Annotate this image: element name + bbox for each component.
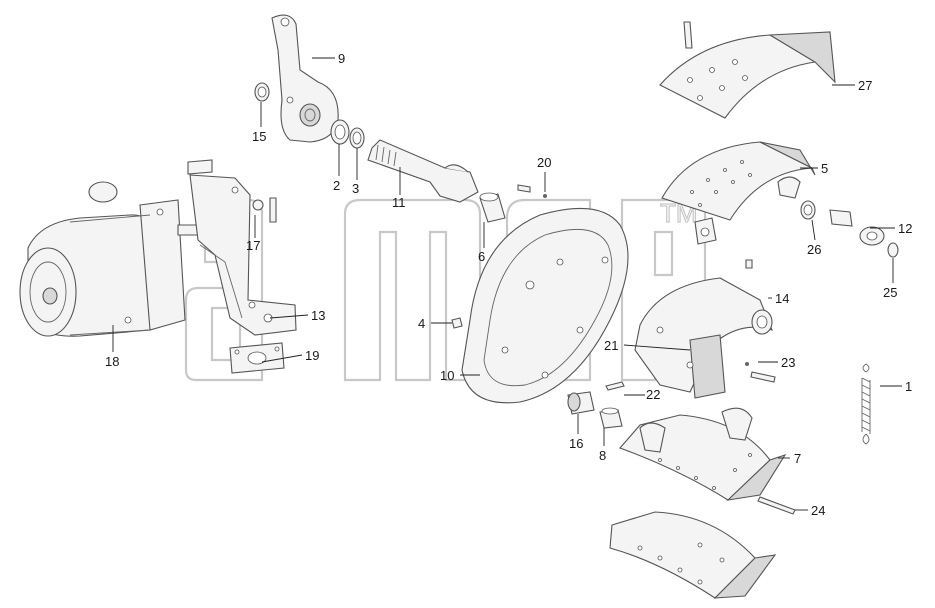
callout-19: 19 [305, 348, 319, 363]
callout-25: 25 [883, 285, 897, 300]
part-7-lower-brake-shoe [619, 407, 787, 501]
part-14-brake-shoe-anchor [634, 259, 773, 399]
part-4-nut [451, 317, 463, 329]
callout-23: 23 [781, 355, 795, 370]
callout-6: 6 [478, 249, 485, 264]
callout-15: 15 [252, 129, 266, 144]
callout-13: 13 [311, 308, 325, 323]
part-15-washer [254, 82, 270, 102]
part-8-bushing [599, 407, 623, 429]
part-17-bolt [252, 197, 277, 223]
part-27-brake-lining [659, 21, 836, 119]
callout-10: 10 [440, 368, 454, 383]
callout-8: 8 [599, 448, 606, 463]
part-3-ring [349, 127, 365, 149]
part-18-brake-chamber [19, 181, 211, 337]
part-9-slack-adjuster [271, 14, 339, 143]
callout-16: 16 [569, 436, 583, 451]
part-23-bolt [745, 362, 776, 383]
callout-22: 22 [646, 387, 660, 402]
callout-labels: 9 15 2 3 11 6 20 4 10 27 5 26 12 25 14 2… [105, 51, 912, 518]
callout-7: 7 [794, 451, 801, 466]
callout-27: 27 [858, 78, 872, 93]
leader-lines [112, 57, 902, 511]
callout-3: 3 [352, 181, 359, 196]
part-11-camshaft [367, 139, 479, 203]
part-19-gasket [229, 342, 285, 374]
part-24-pin [757, 496, 796, 515]
part-20-grease-fitting [517, 184, 547, 198]
callout-2: 2 [333, 178, 340, 193]
part-5-upper-brake-shoe [661, 141, 816, 245]
part-10-backing-plate [461, 207, 629, 404]
callout-9: 9 [338, 51, 345, 66]
callout-12: 12 [898, 221, 912, 236]
callout-20: 20 [537, 155, 551, 170]
part-1-return-spring [861, 363, 871, 445]
callout-17: 17 [246, 238, 260, 253]
callout-11: 11 [392, 195, 406, 210]
part-25-clip [887, 242, 899, 258]
part-2-seal-ring [330, 119, 350, 145]
part-26-washer [800, 200, 816, 220]
part-16-bushing [567, 391, 595, 415]
part-22-pin [605, 381, 625, 391]
part-bottom-brake-lining [609, 511, 777, 599]
part-13-bracket [187, 159, 297, 336]
callout-4: 4 [418, 316, 425, 331]
callout-21: 21 [604, 338, 618, 353]
callout-1: 1 [905, 379, 912, 394]
callout-18: 18 [105, 354, 119, 369]
part-12-roller [829, 209, 885, 246]
callout-14: 14 [775, 291, 789, 306]
callout-5: 5 [821, 161, 828, 176]
callout-24: 24 [811, 503, 825, 518]
part-6-bushing [479, 192, 506, 223]
callout-26: 26 [807, 242, 821, 257]
